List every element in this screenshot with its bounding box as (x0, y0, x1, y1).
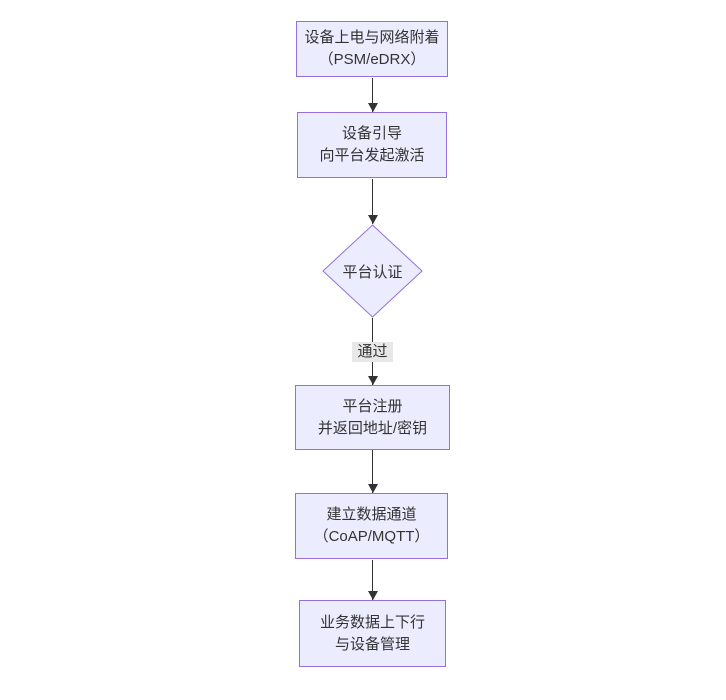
node-register: 平台注册 并返回地址/密钥 (295, 385, 450, 450)
node-label-line: （PSM/eDRX） (318, 51, 426, 68)
node-bootstrap: 设备引导 向平台发起激活 (297, 112, 447, 178)
arrowhead-down-icon (367, 376, 378, 385)
node-channel: 建立数据通道 （CoAP/MQTT） (295, 493, 448, 559)
arrowhead-down-icon (367, 215, 378, 224)
node-business: 业务数据上下行 与设备管理 (299, 600, 446, 667)
node-label-line: 设备上电与网络附着 (304, 29, 440, 46)
edge-power-to-bootstrap (367, 78, 378, 112)
node-label-line: 设备引导 (341, 125, 402, 142)
node-label-line: 建立数据通道 (326, 506, 417, 523)
node-label-line: 并返回地址/密钥 (317, 419, 428, 437)
diamond-shape (322, 224, 423, 318)
arrowhead-down-icon (367, 591, 378, 600)
node-label-line: 向平台发起激活 (319, 147, 425, 164)
edge-register-to-channel (367, 450, 378, 493)
node-power-attach: 设备上电与网络附着 （PSM/eDRX） (296, 21, 448, 77)
edge-label-pass: 通过 (352, 342, 393, 362)
edge-bootstrap-to-auth (367, 179, 378, 224)
node-label-line: 与设备管理 (334, 635, 410, 653)
arrowhead-down-icon (367, 484, 378, 493)
arrowhead-down-icon (367, 103, 378, 112)
node-label-line: 平台注册 (342, 397, 403, 415)
node-auth-decision: 平台认证 (322, 224, 423, 318)
node-label-line: （CoAP/MQTT） (313, 528, 430, 545)
edge-channel-to-business (367, 560, 378, 600)
node-label-line: 业务数据上下行 (319, 613, 425, 631)
node-label-line: 平台认证 (342, 263, 403, 281)
